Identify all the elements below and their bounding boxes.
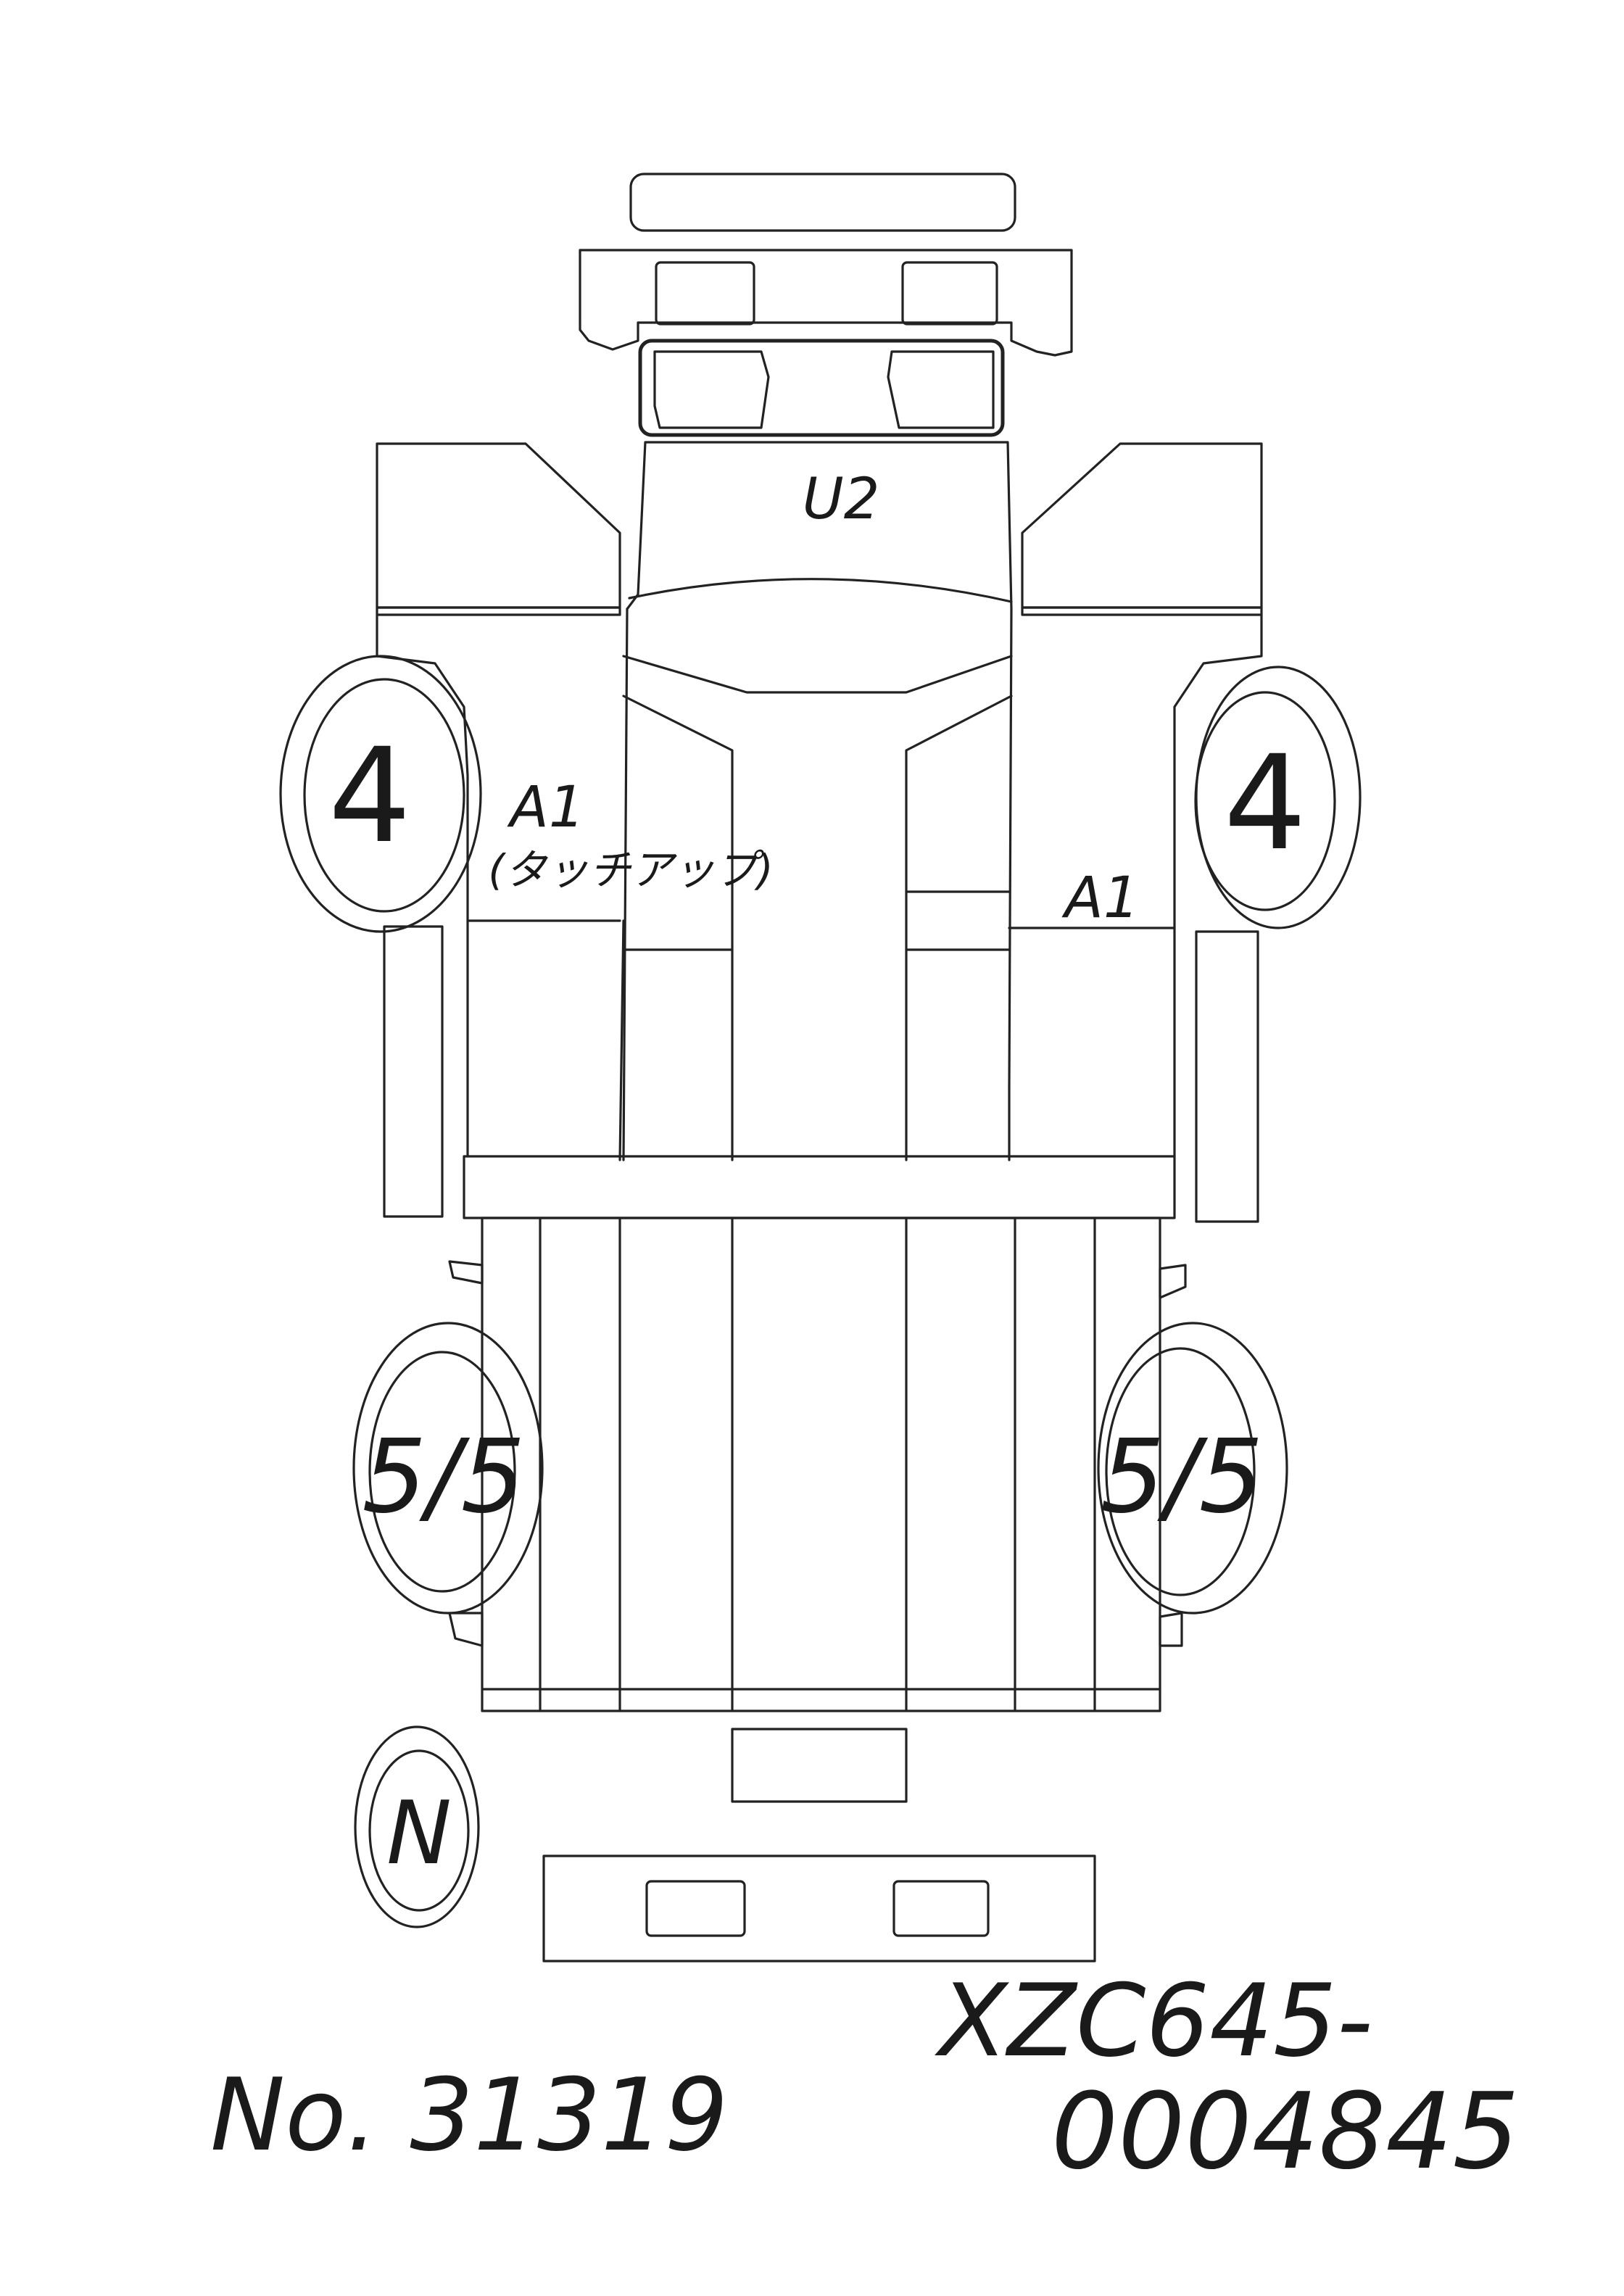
rear-right-tire-rating: 5/5 [1100, 1418, 1263, 1536]
front-bumper-outline [629, 173, 1016, 232]
left-door-damage-note: (タッチアップ) [488, 845, 773, 895]
sheet-number: No. 31319 [210, 2057, 728, 2173]
rear-left-tire: 5/5 [352, 1322, 544, 1615]
front-left-tire: 4 [279, 655, 482, 933]
front-right-tire: 4 [1194, 666, 1362, 929]
rear-left-tire-rating: 5/5 [362, 1418, 525, 1536]
spare-tire-rating: N [386, 1783, 452, 1884]
hood-damage-code: U2 [803, 467, 880, 532]
rear-right-tire: 5/5 [1097, 1322, 1288, 1615]
front-right-tire-rating: 4 [1224, 728, 1307, 879]
spare-tire: N [354, 1725, 480, 1928]
rear-hitch-outline [731, 1728, 908, 1803]
left-door-damage-code: A1 [507, 775, 585, 840]
headlights-outline [638, 339, 1005, 437]
front-grille-outline [579, 249, 1073, 357]
chassis-serial: 0004845 [1051, 2071, 1520, 2193]
right-door-damage-code: A1 [1061, 866, 1140, 931]
rear-bumper-outline [542, 1854, 1096, 1963]
front-left-tire-rating: 4 [328, 721, 412, 872]
chassis-model: XZC645- [935, 1963, 1373, 2079]
cargo-bed-outline [448, 1217, 1187, 1712]
